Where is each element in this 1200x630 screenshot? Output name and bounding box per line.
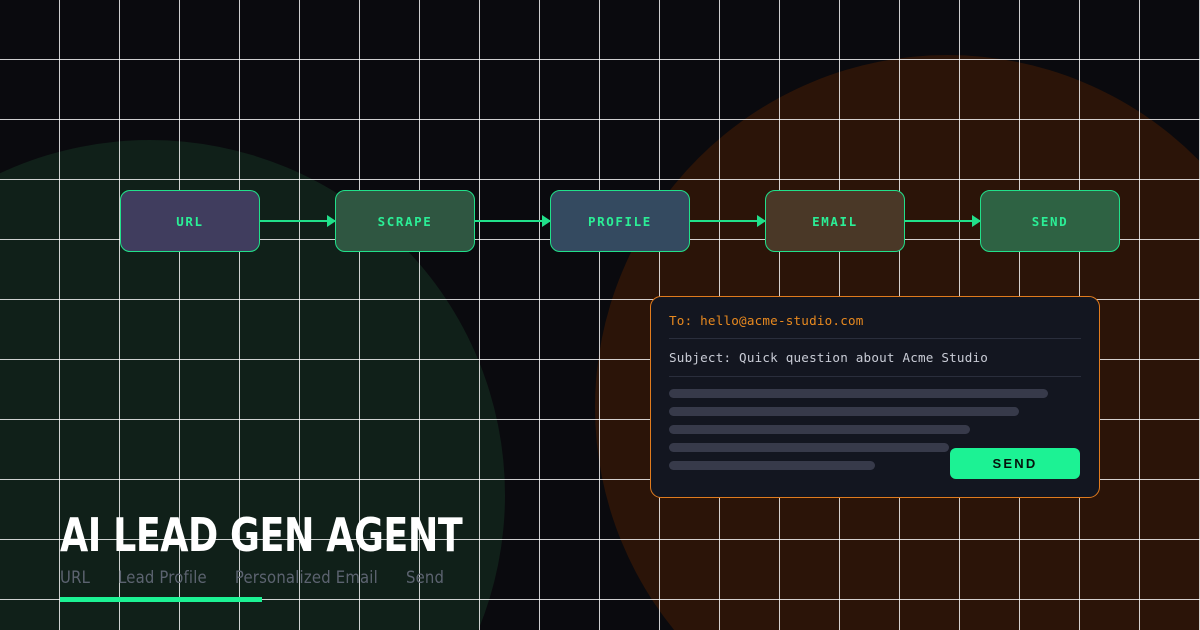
- send-button[interactable]: SEND: [950, 448, 1080, 479]
- pipeline-node-label: URL: [176, 213, 204, 229]
- placeholder-line: [669, 407, 1020, 416]
- email-to-field[interactable]: To: hello@acme-studio.com: [669, 313, 864, 328]
- pipeline-node-profile[interactable]: PROFILE: [550, 190, 690, 252]
- pipeline-node-email[interactable]: EMAIL: [765, 190, 905, 252]
- placeholder-line: [669, 443, 950, 452]
- progress-indicator: [60, 597, 262, 602]
- pipeline-flow: URL SCRAPE PROFILE EMAIL SEND: [120, 190, 1120, 252]
- step-item-send[interactable]: Send: [405, 568, 445, 587]
- page-title: AI LEAD GEN AGENT: [60, 508, 463, 562]
- pipeline-node-label: SEND: [1031, 213, 1069, 229]
- step-list: URL Lead Profile Personalized Email Send: [60, 568, 517, 587]
- placeholder-line: [669, 461, 875, 470]
- step-item-personalized-email[interactable]: Personalized Email: [234, 568, 378, 587]
- email-subject-field[interactable]: Subject: Quick question about Acme Studi…: [669, 350, 989, 365]
- arrow-right-icon: [905, 215, 981, 227]
- arrow-right-icon: [690, 215, 766, 227]
- arrow-right-icon: [260, 215, 336, 227]
- email-composer-panel: To: hello@acme-studio.com Subject: Quick…: [650, 296, 1100, 498]
- send-button-label: SEND: [992, 456, 1038, 471]
- divider: [669, 376, 1081, 377]
- divider: [669, 338, 1081, 339]
- pipeline-node-label: PROFILE: [588, 213, 652, 229]
- email-body-placeholder: [669, 377, 1081, 470]
- pipeline-node-send[interactable]: SEND: [980, 190, 1120, 252]
- step-item-url[interactable]: URL: [60, 568, 91, 587]
- step-item-lead-profile[interactable]: Lead Profile: [118, 568, 207, 587]
- footer: AI LEAD GEN AGENT URL Lead Profile Perso…: [60, 512, 517, 602]
- pipeline-node-scrape[interactable]: SCRAPE: [335, 190, 475, 252]
- pipeline-node-label: EMAIL: [812, 213, 858, 229]
- placeholder-line: [669, 389, 1049, 398]
- pipeline-node-url[interactable]: URL: [120, 190, 260, 252]
- pipeline-node-label: SCRAPE: [377, 213, 433, 229]
- arrow-right-icon: [475, 215, 551, 227]
- placeholder-line: [669, 425, 970, 434]
